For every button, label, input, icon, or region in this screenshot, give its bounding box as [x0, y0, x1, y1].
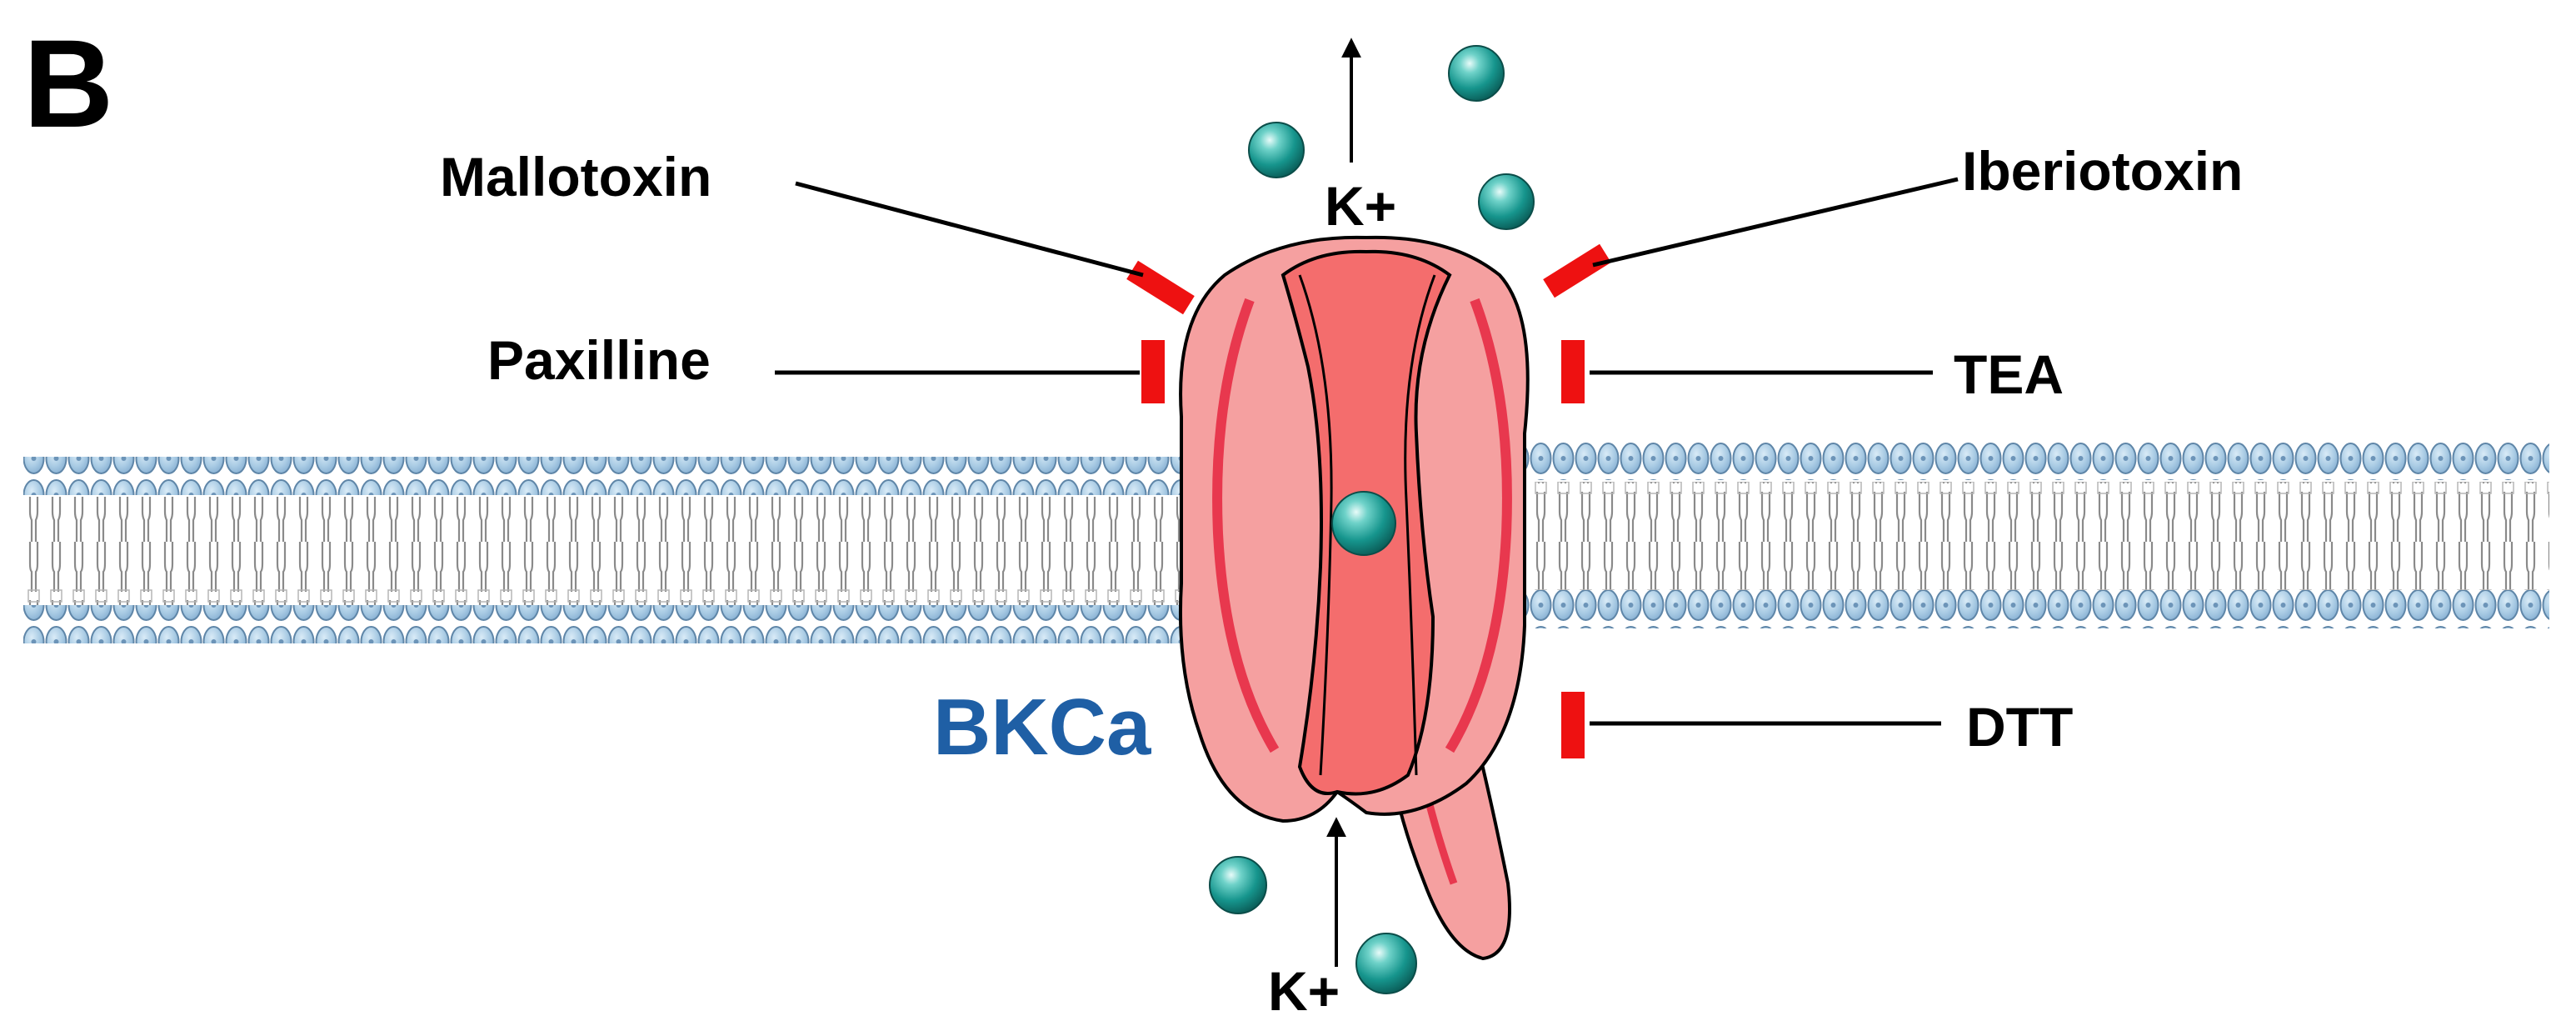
blocker-bar-paxilline — [1141, 340, 1165, 403]
channel-label: BKCa — [933, 683, 1151, 772]
panel-letter: B — [23, 13, 113, 153]
ion-sphere — [1209, 856, 1267, 914]
blocker-bar-tea — [1561, 340, 1585, 403]
ion-label-top: K+ — [1325, 175, 1396, 237]
label-tea: TEA — [1954, 343, 2064, 405]
label-mallotoxin: Mallotoxin — [440, 146, 711, 208]
blocker-bars — [1126, 243, 1611, 758]
leader-lines — [775, 177, 1959, 726]
label-paxilline: Paxilline — [487, 329, 711, 391]
label-iberiotoxin: Iberiotoxin — [1962, 140, 2243, 202]
membrane-left — [23, 457, 1180, 643]
leader-iberiotoxin — [1592, 177, 1959, 268]
ion-sphere — [1478, 173, 1535, 230]
ion-sphere — [1355, 933, 1417, 994]
ion-sphere — [1448, 45, 1505, 102]
leader-mallotoxin — [795, 181, 1144, 278]
blocker-bar-mallotoxin — [1126, 260, 1195, 315]
potassium-ions — [1209, 45, 1535, 994]
blocker-bar-dtt — [1561, 692, 1585, 758]
membrane-right — [1516, 442, 2549, 628]
ion-sphere — [1331, 491, 1396, 556]
ion-sphere — [1248, 122, 1305, 178]
label-dtt: DTT — [1966, 696, 2073, 758]
ion-label-bottom: K+ — [1268, 960, 1340, 1022]
bkca-channel — [1178, 235, 1530, 961]
blocker-bar-iberiotoxin — [1543, 243, 1611, 298]
